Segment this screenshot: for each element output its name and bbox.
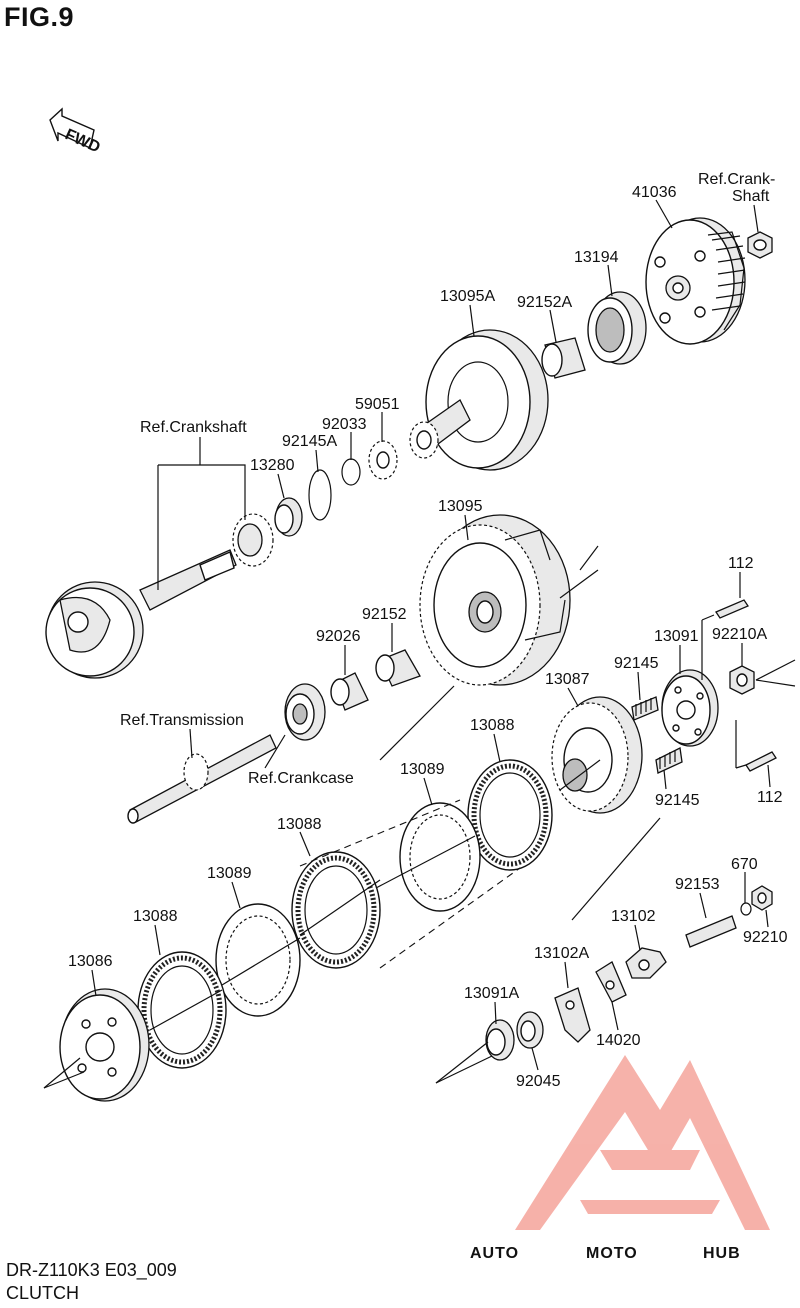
part-92152a-sleeve	[541, 337, 586, 379]
part-transmission-shaft	[127, 734, 277, 824]
part-13095a-primary-gear	[409, 329, 549, 471]
label-92033: 92033	[322, 416, 367, 433]
part-14020-plate	[595, 961, 627, 1003]
part-92145-spring-bottom	[655, 747, 683, 774]
section-name: CLUTCH	[6, 1283, 80, 1303]
label-92145-top: 92145	[614, 655, 659, 672]
label-13089-b: 13089	[207, 865, 252, 882]
label-13102: 13102	[611, 908, 656, 925]
figure-title: FIG.9	[4, 2, 75, 32]
label-13087: 13087	[545, 671, 590, 688]
part-670-o-ring	[740, 902, 752, 916]
part-41036-one-way-clutch	[645, 217, 746, 345]
part-crankshaft-nut	[747, 231, 773, 259]
part-59051-gear	[368, 440, 398, 480]
watermark-hub: HUB	[703, 1245, 741, 1262]
part-112-bolt-bottom	[745, 751, 777, 772]
part-13095-clutch-housing	[419, 514, 571, 686]
label-13086: 13086	[68, 953, 113, 970]
label-ref-crankshaft: Ref.Crankshaft	[140, 419, 247, 436]
label-13089-a: 13089	[400, 761, 445, 778]
label-13091a: 13091A	[464, 985, 519, 1002]
watermark-moto: MOTO	[586, 1245, 638, 1262]
label-92145-bottom: 92145	[655, 792, 700, 809]
label-41036: 41036	[632, 184, 677, 201]
automotohub-watermark-text: AUTO MOTO HUB	[470, 1245, 741, 1262]
model-code: DR-Z110K3 E03_009	[6, 1260, 177, 1280]
part-92145-spring-top	[631, 696, 659, 721]
label-59051: 59051	[355, 396, 400, 413]
part-13102-release-cam	[625, 947, 667, 979]
part-13102a-lever	[554, 987, 591, 1043]
leader-lines	[43, 199, 796, 1089]
part-13091-pressure-plate	[661, 669, 719, 747]
label-13095: 13095	[438, 498, 483, 515]
label-13095a: 13095A	[440, 288, 495, 305]
label-92210a: 92210A	[712, 626, 767, 643]
part-13091a-collar	[485, 1019, 515, 1061]
label-92210: 92210	[743, 929, 788, 946]
label-14020: 14020	[596, 1032, 641, 1049]
label-13102a: 13102A	[534, 945, 589, 962]
part-92145a-washer	[308, 469, 332, 521]
part-labels: 41036 Ref.Crank- Shaft 13194 13095A 9215…	[68, 171, 788, 1090]
label-13088-a: 13088	[470, 717, 515, 734]
label-92153: 92153	[675, 876, 720, 893]
part-13088-friction-plate-a	[467, 759, 553, 871]
part-92033-circlip	[341, 458, 361, 486]
label-112-top: 112	[728, 555, 754, 572]
part-92210-nut	[751, 885, 773, 911]
part-13280-collar	[274, 497, 303, 537]
part-13194-bearing	[587, 291, 647, 365]
part-13088-friction-plate-c	[137, 951, 227, 1069]
part-92026-collar	[330, 672, 369, 711]
part-92152-sleeve	[375, 649, 421, 687]
label-92045: 92045	[516, 1073, 561, 1090]
part-13086-clutch-plate	[59, 988, 150, 1102]
label-13088-c: 13088	[133, 908, 178, 925]
part-92153-pin	[685, 915, 737, 948]
part-crankcase-bearing	[284, 683, 326, 741]
label-13091: 13091	[654, 628, 699, 645]
label-92145a: 92145A	[282, 433, 337, 450]
part-13089-steel-plate-b	[215, 903, 301, 1017]
part-92210a-nut	[729, 665, 755, 695]
automotohub-watermark-logo	[515, 1055, 770, 1230]
watermark-auto: AUTO	[470, 1245, 519, 1262]
label-92026: 92026	[316, 628, 361, 645]
label-ref-transmission: Ref.Transmission	[120, 712, 244, 729]
fwd-arrow-icon: FWD	[49, 107, 103, 156]
label-13194: 13194	[574, 249, 619, 266]
label-13280: 13280	[250, 457, 295, 474]
label-13088-b: 13088	[277, 816, 322, 833]
part-crankshaft	[45, 513, 274, 679]
part-92045-bearing	[516, 1011, 544, 1049]
label-112-bottom: 112	[757, 789, 783, 806]
part-13087-clutch-hub	[551, 696, 643, 814]
label-92152a: 92152A	[517, 294, 572, 311]
part-13089-steel-plate-a	[399, 802, 481, 912]
label-ref-crankcase: Ref.Crankcase	[248, 770, 354, 787]
label-ref-crankshaft-upper-line2: Shaft	[732, 188, 770, 205]
part-112-bolt-top	[715, 599, 749, 619]
label-ref-crankshaft-upper-line1: Ref.Crank-	[698, 171, 775, 188]
label-670: 670	[731, 856, 758, 873]
label-92152: 92152	[362, 606, 407, 623]
